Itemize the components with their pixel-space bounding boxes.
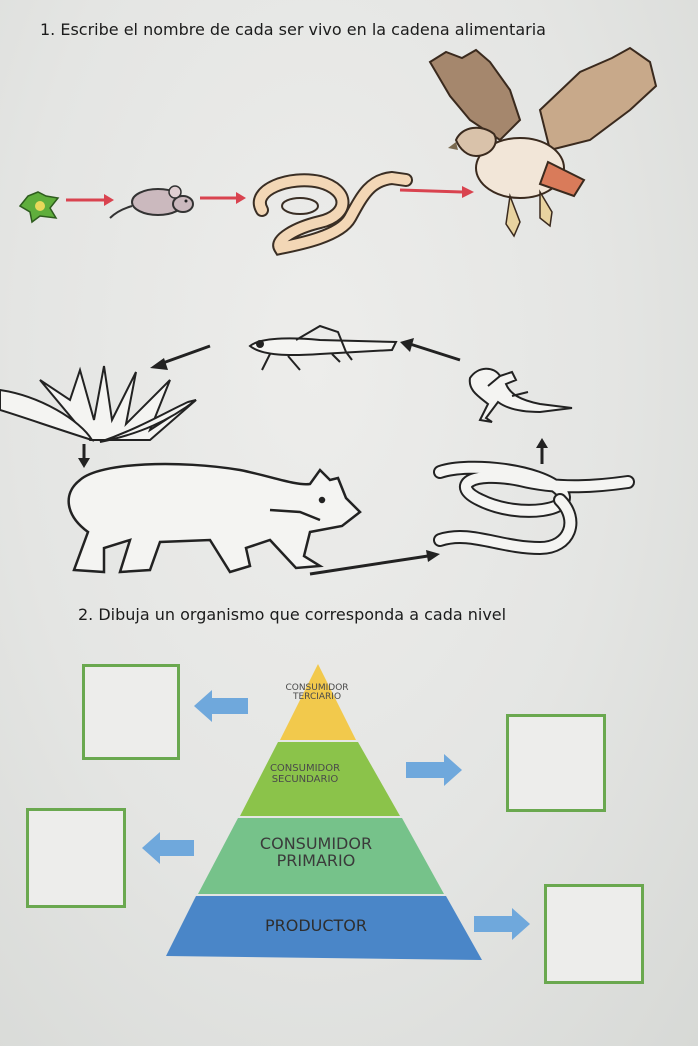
lizard-icon (468, 367, 573, 423)
left-arrow (194, 690, 248, 722)
level-label-primario: CONSUMIDOR PRIMARIO (259, 834, 373, 870)
red-arrow (66, 194, 114, 206)
level-label-secundario: CONSUMIDOR SECUNDARIO (269, 763, 341, 785)
pyramid-level-secundario (240, 742, 400, 816)
red-arrow (200, 192, 246, 204)
bear-icon (67, 462, 362, 574)
answer-box-productor[interactable] (544, 884, 644, 984)
grasshopper-icon (248, 324, 398, 371)
level-label-terciario: CONSUMIDOR TERCIARIO (285, 683, 349, 703)
mouse-icon (109, 185, 194, 219)
question-2-text: 2. Dibuja un organismo que corresponda a… (78, 605, 507, 624)
snake-icon (433, 460, 635, 556)
black-arrow (78, 338, 548, 576)
question-1-text: 1. Escribe el nombre de cada ser vivo en… (40, 20, 546, 39)
answer-box-primario[interactable] (26, 808, 126, 908)
right-arrow (406, 754, 462, 786)
pyramid-level-terciario (280, 664, 356, 740)
right-arrow (474, 908, 530, 940)
answer-box-secundario[interactable] (506, 714, 606, 812)
pyramid-level-primario (198, 818, 444, 894)
left-arrow (142, 832, 194, 864)
eagle-icon (428, 46, 658, 238)
flower-icon (18, 191, 60, 224)
answer-box-terciario[interactable] (82, 664, 180, 760)
grass-plant-icon (0, 365, 197, 443)
red-arrow (399, 186, 474, 198)
pyramid-level-productor (166, 896, 482, 960)
snake-icon (252, 170, 413, 256)
level-label-productor: PRODUCTOR (264, 916, 368, 935)
